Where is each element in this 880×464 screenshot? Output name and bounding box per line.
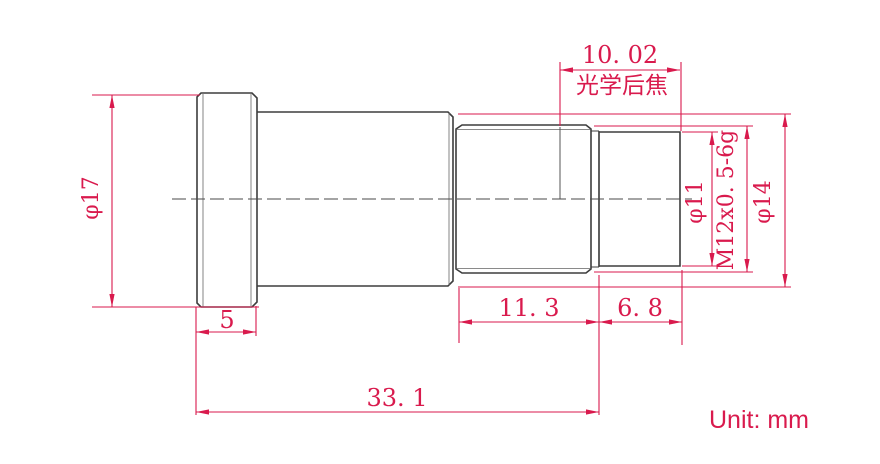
tip-length-value: 6. 8 [617,294,663,322]
dim-body-diameter: φ14 [458,113,791,288]
dim-optical-back-focus: 10. 02 光学后焦 [559,41,682,131]
arrow-up-icon [782,114,788,127]
thread-spec-label: M12x0. 5-6g [714,130,739,270]
optical-back-focus-label: 光学后焦 [576,73,668,99]
arrow-left-icon [459,319,472,325]
arrow-down-icon [709,253,715,266]
dim-flange-diameter: φ17 [79,94,259,308]
dim-tip-length: 6. 8 [599,270,683,345]
dim-flange-thickness: 5 [195,306,257,415]
dim-tip-diameter: φ11 [682,131,718,267]
optical-back-focus-value: 10. 02 [582,41,658,69]
arrow-right-icon [243,329,256,335]
tip-outline [598,131,681,267]
arrow-left-icon [196,409,209,415]
arrow-up-icon [744,126,750,139]
part-outline [196,92,681,308]
arrow-down-icon [782,274,788,287]
dim-total-length: 33. 1 [196,384,599,415]
arrow-left-icon [560,67,573,73]
flange-outline [196,92,258,308]
flange-thickness-value: 5 [219,306,234,334]
arrow-up-icon [109,95,115,108]
arrow-up-icon [709,132,715,145]
flange-diameter-label: φ17 [79,176,104,219]
arrow-down-icon [109,294,115,307]
flange-inner-lines [202,93,252,307]
thread-outline [455,124,592,274]
dim-thread-length: 11. 3 [458,275,600,415]
arrow-right-icon [586,409,599,415]
unit-label: Unit: mm [709,406,809,434]
body-diameter-label: φ14 [751,180,776,223]
body-outline [257,111,454,287]
arrow-right-icon [669,319,682,325]
arrow-right-icon [586,319,599,325]
tip-diameter-label: φ11 [683,180,708,223]
arrow-down-icon [744,259,750,272]
arrow-left-icon [599,319,612,325]
thread-length-value: 11. 3 [498,294,559,322]
total-length-value: 33. 1 [366,384,427,412]
arrow-left-icon [196,329,209,335]
thread-minor-lines [457,129,590,269]
dimensions: φ17 10. 02 光学后焦 φ11 M12x0. 5-6g [79,41,791,415]
dim-thread-spec: M12x0. 5-6g [594,125,753,273]
arrow-right-icon [667,67,680,73]
